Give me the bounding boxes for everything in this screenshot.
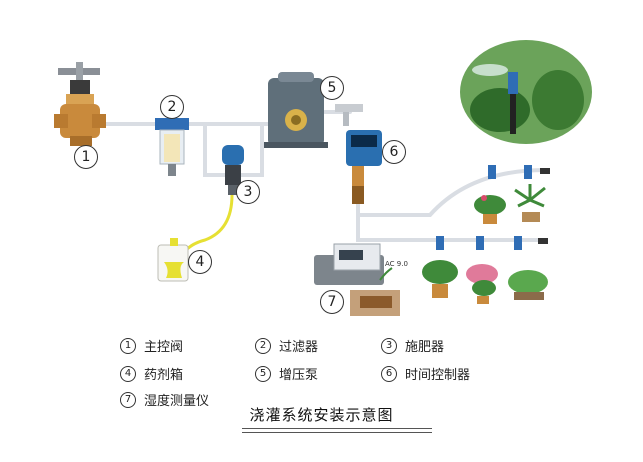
sprinkler-photo-inset — [460, 40, 592, 144]
legend-number: 4 — [120, 365, 136, 382]
booster-pump-icon — [264, 72, 363, 148]
legend-item-controller: 6 时间控制器 — [381, 364, 470, 383]
plant-upper-1 — [474, 195, 506, 224]
time-controller-icon — [346, 130, 382, 204]
legend-item-filter: 2 过滤器 — [255, 336, 318, 355]
legend-number: 2 — [255, 337, 271, 354]
main-valve-icon — [54, 62, 106, 146]
legend-label: 时间控制器 — [405, 368, 471, 383]
title-underline-top — [242, 428, 432, 429]
badge-3: 3 — [236, 180, 260, 204]
filter-icon — [155, 118, 189, 176]
legend-number: 5 — [255, 365, 271, 382]
badge-7: 7 — [320, 290, 344, 314]
legend-number: 1 — [120, 337, 136, 354]
badge-1: 1 — [74, 145, 98, 169]
plant-upper-2 — [514, 184, 546, 222]
legend-item-pump: 5 增压泵 — [255, 364, 318, 383]
sensor-panel-text: AC 9.0 — [385, 260, 408, 268]
legend-item-main-valve: 1 主控阀 — [120, 336, 183, 355]
legend-label: 湿度测量仪 — [144, 394, 210, 409]
legend-label: 药剂箱 — [144, 368, 184, 383]
upper-emitters — [488, 165, 550, 179]
legend-number: 3 — [381, 337, 397, 354]
plant-lower-3 — [508, 270, 548, 300]
legend-label: 主控阀 — [144, 340, 184, 355]
legend-label: 增压泵 — [279, 368, 319, 383]
title-underline-bottom — [242, 432, 432, 433]
lower-emitters — [436, 236, 548, 250]
badge-6: 6 — [382, 140, 406, 164]
legend-label: 施肥器 — [405, 340, 445, 355]
legend-label: 过滤器 — [279, 340, 319, 355]
legend-item-sensor: 7 湿度测量仪 — [120, 390, 209, 409]
legend-item-tank: 4 药剂箱 — [120, 364, 183, 383]
legend-number: 6 — [381, 365, 397, 382]
legend-item-fertilizer: 3 施肥器 — [381, 336, 444, 355]
fertilizer-injector-icon — [222, 145, 244, 195]
badge-5: 5 — [320, 76, 344, 100]
badge-4: 4 — [188, 250, 212, 274]
plant-lower-1 — [422, 260, 458, 298]
legend-number: 7 — [120, 391, 136, 408]
badge-2: 2 — [160, 95, 184, 119]
humidity-sensor-icon — [314, 243, 400, 316]
chemical-tank-icon — [157, 238, 189, 282]
plant-lower-2 — [466, 264, 498, 304]
diagram-title: 浇灌系统安装示意图 — [249, 406, 394, 424]
